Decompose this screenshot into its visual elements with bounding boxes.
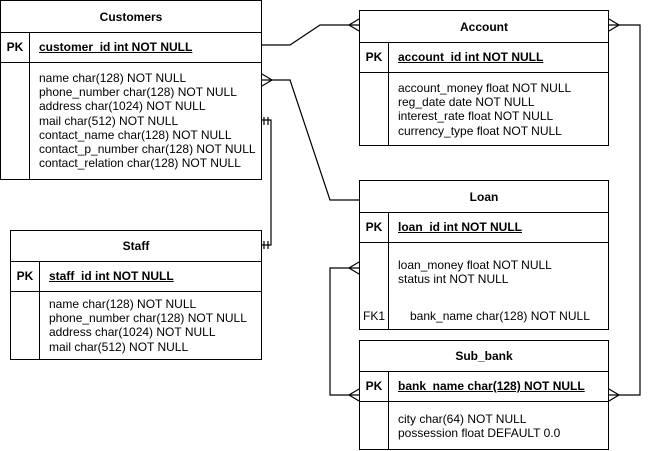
fields-section: loan_money float NOT NULL status int NOT… bbox=[360, 242, 608, 329]
fk-field: bank_name char(128) NOT NULL bbox=[410, 309, 590, 323]
field: loan_money float NOT NULL bbox=[398, 258, 552, 272]
table-loan[interactable]: Loan PK loan_id int NOT NULL loan_money … bbox=[359, 180, 609, 330]
table-sub-bank[interactable]: Sub_bank PK bank_name char(128) NOT NULL… bbox=[359, 340, 609, 450]
fields-section: name char(128) NOT NULL phone_number cha… bbox=[1, 62, 261, 179]
edge-account-subbank bbox=[609, 24, 641, 396]
field: city char(64) NOT NULL bbox=[398, 412, 527, 426]
pk-label: PK bbox=[360, 42, 389, 72]
pk-field: staff_id int NOT NULL bbox=[49, 269, 174, 283]
field: account_money float NOT NULL bbox=[398, 81, 572, 95]
pk-row: PK bank_name char(128) NOT NULL bbox=[360, 371, 608, 402]
field: name char(128) NOT NULL bbox=[39, 71, 187, 85]
table-title: Customers bbox=[1, 1, 261, 33]
crowsfoot-customers bbox=[261, 73, 274, 87]
pk-row: PK staff_id int NOT NULL bbox=[11, 261, 261, 292]
edge-loan-subbank bbox=[329, 267, 359, 396]
pk-field: bank_name char(128) NOT NULL bbox=[398, 379, 585, 393]
table-account[interactable]: Account PK account_id int NOT NULL accou… bbox=[359, 10, 609, 146]
field: phone_number char(128) NOT NULL bbox=[39, 85, 237, 100]
pk-label: PK bbox=[1, 32, 30, 62]
crowsfoot-account bbox=[347, 18, 360, 32]
crowsfoot-subbank bbox=[347, 388, 360, 402]
pk-field: loan_id int NOT NULL bbox=[398, 220, 522, 234]
fields-section: name char(128) NOT NULL phone_number cha… bbox=[11, 291, 261, 359]
field: address char(1024) NOT NULL bbox=[39, 99, 206, 114]
field: status int NOT NULL bbox=[398, 272, 509, 287]
field: phone_number char(128) NOT NULL bbox=[49, 311, 247, 326]
crowsfoot-subbank-right bbox=[608, 388, 621, 402]
field-list: loan_money float NOT NULL status int NOT… bbox=[398, 258, 552, 286]
pk-row: PK loan_id int NOT NULL bbox=[360, 212, 608, 243]
field-list: name char(128) NOT NULL phone_number cha… bbox=[49, 297, 247, 354]
field: name char(128) NOT NULL bbox=[49, 297, 197, 311]
edge-customers-staff bbox=[262, 119, 272, 246]
crowsfoot-account-right bbox=[608, 18, 621, 32]
fields-section: city char(64) NOT NULL possession float … bbox=[360, 401, 608, 449]
pk-label: PK bbox=[360, 212, 389, 242]
table-title: Account bbox=[360, 11, 608, 43]
field: mail char(512) NOT NULL bbox=[39, 113, 179, 128]
field-list: city char(64) NOT NULL possession float … bbox=[398, 412, 560, 440]
field-list: name char(128) NOT NULL phone_number cha… bbox=[39, 71, 256, 170]
field: currency_type float NOT NULL bbox=[398, 123, 562, 138]
edge-customers-account bbox=[262, 24, 359, 46]
pk-label: PK bbox=[360, 371, 389, 401]
table-title: Sub_bank bbox=[360, 341, 608, 372]
field: contact_name char(128) NOT NULL bbox=[39, 127, 232, 142]
field-list: account_money float NOT NULL reg_date da… bbox=[398, 81, 571, 138]
field: address char(1024) NOT NULL bbox=[49, 325, 216, 340]
edge-customers-loan bbox=[262, 79, 359, 201]
table-customers[interactable]: Customers PK customer_id int NOT NULL na… bbox=[0, 0, 262, 180]
crowsfoot-loan bbox=[347, 261, 360, 275]
table-staff[interactable]: Staff PK staff_id int NOT NULL name char… bbox=[10, 230, 262, 360]
field: contact_p_number char(128) NOT NULL bbox=[39, 142, 256, 157]
field: contact_relation char(128) NOT NULL bbox=[39, 156, 241, 171]
one-mark-staff bbox=[263, 241, 269, 249]
fk-label: FK1 bbox=[362, 309, 385, 323]
field: mail char(512) NOT NULL bbox=[49, 339, 189, 354]
one-mark-customers bbox=[263, 117, 269, 125]
pk-row: PK account_id int NOT NULL bbox=[360, 42, 608, 73]
table-title: Loan bbox=[360, 181, 608, 213]
pk-label: PK bbox=[11, 261, 40, 291]
field: reg_date date NOT NULL bbox=[398, 95, 535, 110]
field: possession float DEFAULT 0.0 bbox=[398, 426, 561, 441]
table-title: Staff bbox=[11, 231, 261, 262]
pk-field: account_id int NOT NULL bbox=[398, 50, 544, 64]
fields-section: account_money float NOT NULL reg_date da… bbox=[360, 72, 608, 145]
pk-row: PK customer_id int NOT NULL bbox=[1, 32, 261, 63]
pk-field: customer_id int NOT NULL bbox=[39, 40, 193, 54]
field: interest_rate float NOT NULL bbox=[398, 109, 554, 124]
